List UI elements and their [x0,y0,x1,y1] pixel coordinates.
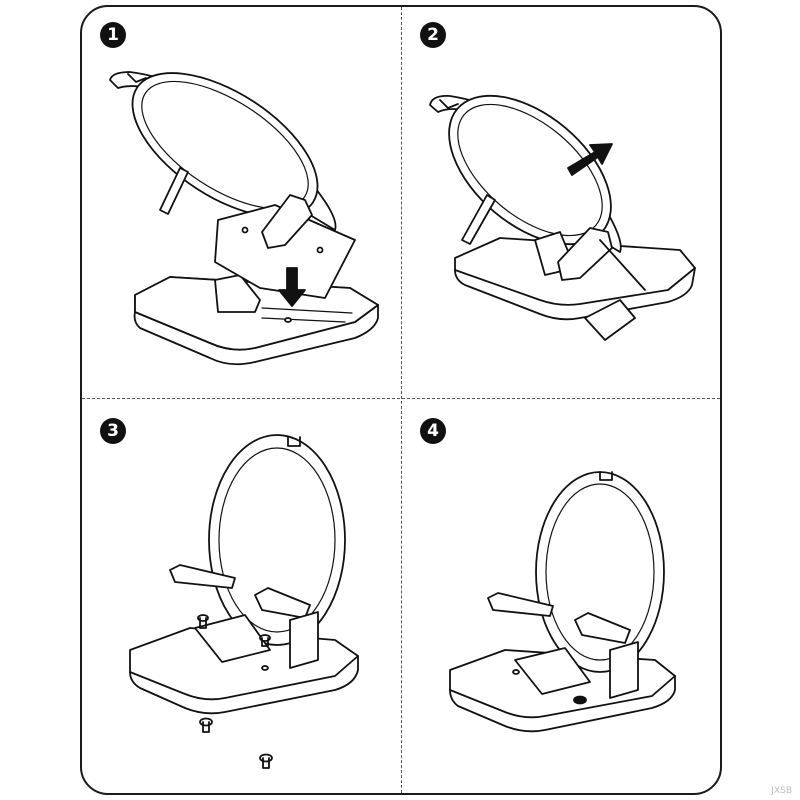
screw-icon [197,614,209,629]
down-arrow-icon [278,267,306,307]
step-1-badge: 1 [100,22,126,48]
step-4-badge: 4 [420,418,446,444]
step-2-illustration [429,94,696,341]
screw-icon [259,634,271,647]
screw-icon [199,717,213,733]
step-3-illustration [129,434,359,769]
step-4-illustration [449,471,676,733]
instruction-frame [80,5,722,795]
step-1-illustration [109,71,379,366]
vertical-divider [401,7,402,793]
watermark: JXSB [771,786,792,796]
step-2-badge: 2 [420,22,446,48]
screw-icon [259,753,273,769]
horizontal-divider [82,398,720,399]
step-3-badge: 3 [100,418,126,444]
diagonal-arrow-icon [567,143,613,176]
